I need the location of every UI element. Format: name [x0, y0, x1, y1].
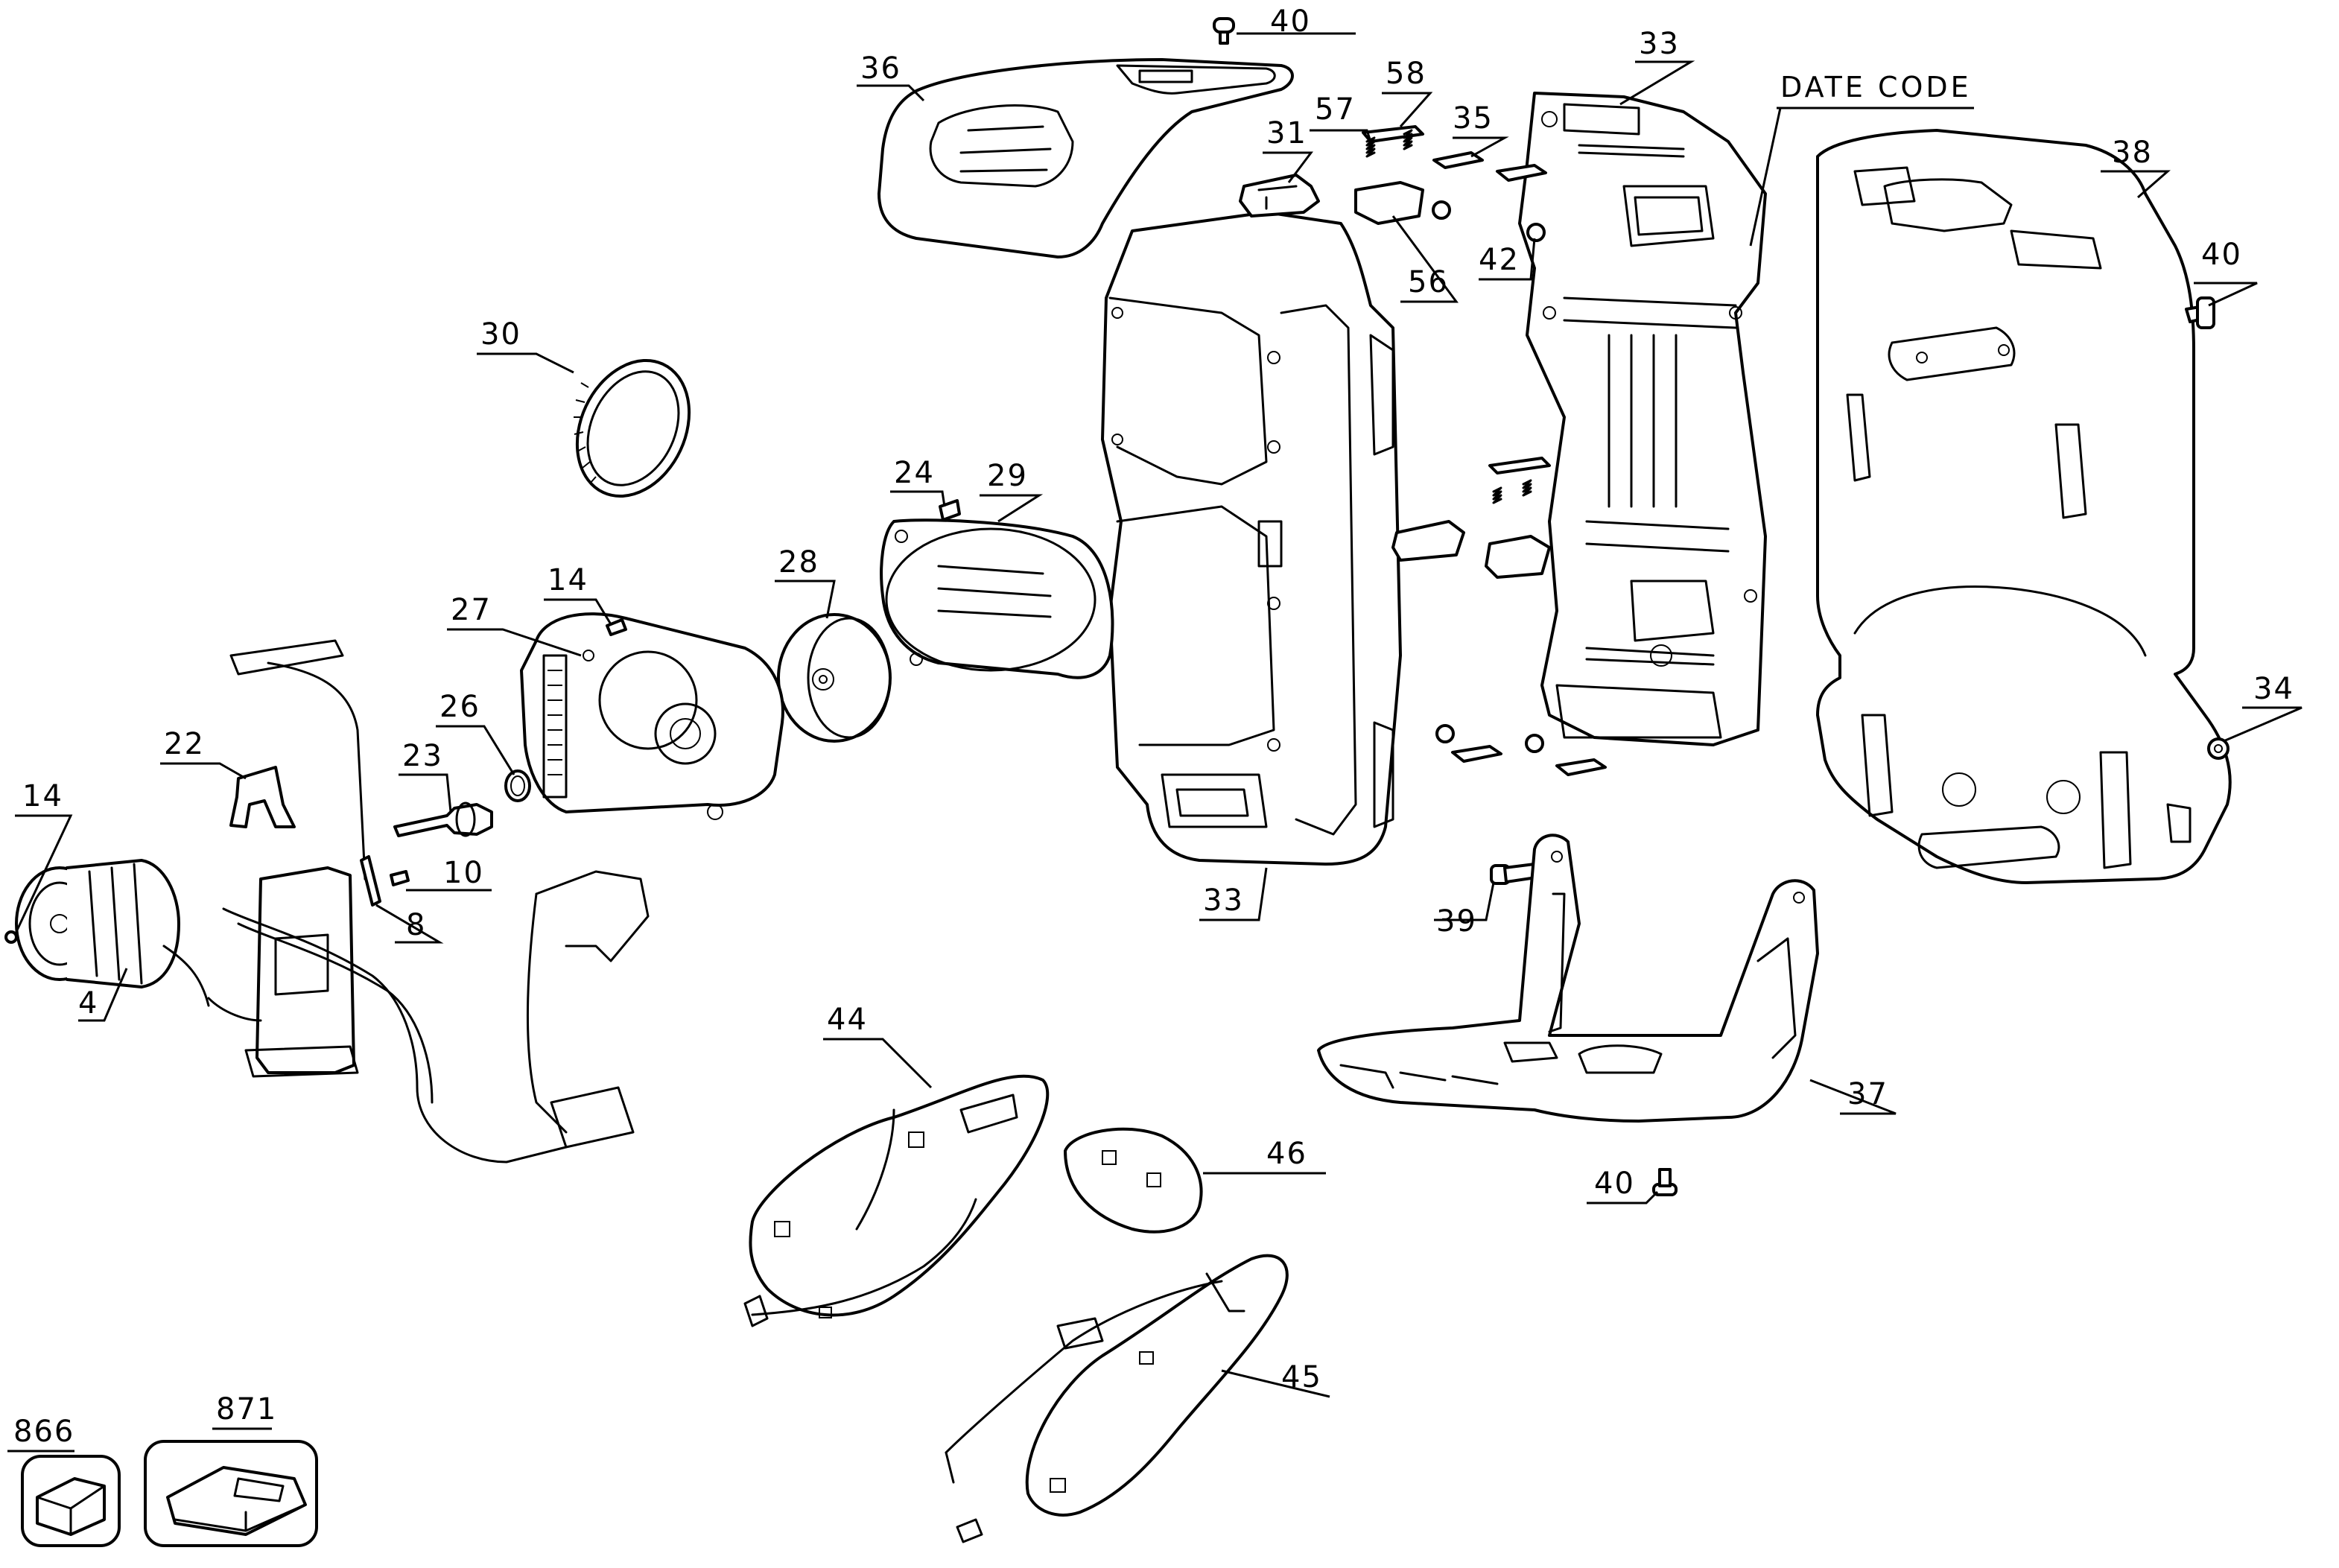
part-34-washer [2207, 737, 2229, 760]
callout-57: 57 [1315, 92, 1356, 127]
part-40-screw-top [1213, 17, 1235, 45]
callout-44: 44 [827, 1003, 868, 1037]
callout-36: 36 [860, 51, 901, 86]
callout-23: 23 [402, 739, 443, 773]
callout-31: 31 [1266, 116, 1307, 150]
part-4-motor [15, 859, 210, 1007]
part-39-screw [1490, 863, 1537, 885]
callout-14-left: 14 [22, 779, 63, 813]
callout-10: 10 [443, 856, 484, 890]
part-26-o-ring [504, 769, 531, 802]
leader-lines [7, 32, 2302, 1453]
part-31-latch [1239, 174, 1320, 218]
latch-set-middle [1391, 457, 1551, 579]
part-10-screw [390, 870, 410, 886]
control-module-and-wiring [207, 639, 650, 1164]
callout-28: 28 [778, 545, 819, 580]
part-35-plates [1432, 151, 1607, 776]
callout-56: 56 [1408, 265, 1449, 299]
part-23-shaft [393, 802, 493, 837]
part-40-screw-bottom [1652, 1168, 1678, 1196]
part-866-battery-pack [21, 1455, 121, 1547]
part-14-screw-mid [606, 618, 627, 636]
part-8-spring [360, 855, 381, 907]
callout-30: 30 [480, 317, 521, 352]
callout-34: 34 [2253, 672, 2294, 706]
callout-29: 29 [987, 459, 1028, 493]
callout-22: 22 [164, 727, 205, 761]
callout-26: 26 [439, 690, 480, 724]
callout-871: 871 [216, 1392, 277, 1426]
part-27-gear-housing [520, 612, 784, 820]
part-38-back-plate [1816, 129, 2232, 884]
callout-14-mid: 14 [548, 563, 588, 597]
part-14-screw-left [4, 930, 18, 944]
callout-33-bottom: 33 [1203, 883, 1244, 918]
part-30-drive-belt [574, 358, 691, 498]
callout-labels: 40 36 58 33 DATE CODE 57 35 31 38 42 56 … [13, 4, 2294, 1449]
part-58-clip [1362, 125, 1424, 143]
part-44-shoulder-strap [743, 1074, 1050, 1327]
callout-35: 35 [1453, 101, 1494, 136]
callout-27: 27 [451, 593, 492, 627]
part-33-housing-left-half [1101, 211, 1402, 866]
callout-40-bottom: 40 [1594, 1167, 1635, 1201]
part-22-bracket [229, 766, 296, 828]
part-46-pad [1064, 1127, 1203, 1234]
callout-46: 46 [1266, 1137, 1307, 1171]
callout-40-top: 40 [1270, 4, 1311, 39]
callout-date-code: DATE CODE [1780, 71, 1972, 104]
callout-4: 4 [78, 986, 98, 1021]
part-871-charger [144, 1440, 318, 1547]
callout-37: 37 [1847, 1077, 1888, 1111]
callout-33-top: 33 [1639, 27, 1680, 61]
callout-42: 42 [1479, 243, 1520, 277]
part-28-pulley [777, 613, 892, 743]
callout-24: 24 [894, 456, 935, 490]
callout-45: 45 [1281, 1360, 1322, 1394]
callout-39: 39 [1436, 904, 1477, 939]
callout-40-right: 40 [2201, 238, 2242, 272]
callout-866: 866 [13, 1415, 74, 1449]
part-42-nuts [1432, 200, 1546, 753]
part-29-pulley-cover [880, 518, 1114, 679]
callout-58: 58 [1386, 57, 1426, 91]
part-33-housing-right-half [1518, 92, 1767, 746]
part-37-base-frame [1317, 834, 1819, 1123]
part-56-latch-body [1354, 181, 1424, 225]
part-36-handle-cover [877, 58, 1294, 258]
callout-8: 8 [406, 908, 426, 942]
callout-38: 38 [2112, 136, 2153, 170]
part-45-shoulder-strap [945, 1254, 1289, 1543]
